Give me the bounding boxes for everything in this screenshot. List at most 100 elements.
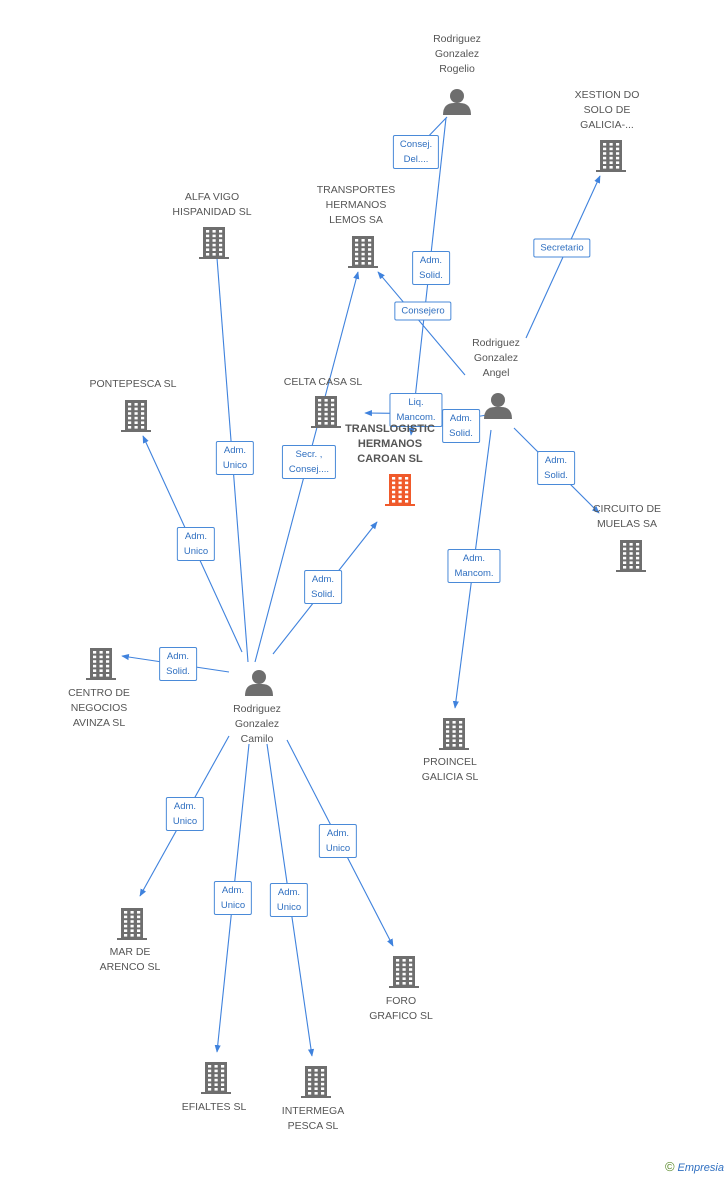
edge-label-rogelio-to-translogistic[interactable]: Adm.Solid.: [412, 251, 450, 285]
edge-label-angel-to-transportes[interactable]: Consejero: [394, 301, 452, 321]
person-icon-rogelio[interactable]: [443, 89, 471, 115]
node-label-line: PONTEPESCA SL: [89, 378, 177, 390]
node-label-efialtes[interactable]: EFIALTES SL: [149, 1100, 279, 1115]
edge-label-line: Mancom.: [454, 568, 494, 579]
edge-label-line: Adm.: [277, 887, 301, 898]
building-icon-alfa[interactable]: [199, 227, 229, 259]
node-label-line: CIRCUITO DE: [592, 503, 662, 515]
edge-label-line: Solid.: [419, 270, 443, 281]
edge-label-line: Del....: [403, 154, 429, 165]
edge-label-angel-to-celta[interactable]: Liq.Mancom.: [389, 393, 443, 427]
node-label-pontepesca[interactable]: PONTEPESCA SL: [68, 377, 198, 392]
node-label-alfa[interactable]: ALFA VIGO HISPANIDAD SL: [147, 190, 277, 220]
edge-label-camilo-to-intermega[interactable]: Adm. Unico: [269, 883, 309, 917]
edge-label-line: Consejero: [401, 305, 445, 317]
node-label-line: TRANSPORTES: [316, 184, 396, 196]
edge-label-line: Unico: [276, 902, 302, 913]
building-icon-xestion[interactable]: [596, 140, 626, 172]
edge-label-line: Adm.: [221, 885, 245, 896]
node-label-line: Rodriguez: [472, 337, 520, 349]
node-label-line: FORO: [385, 995, 417, 1007]
edge-label-line: Liq.: [408, 397, 424, 408]
edge-label-angel-to-proincel[interactable]: Adm. Mancom.: [447, 549, 501, 583]
node-label-line: GRAFICO SL: [369, 1010, 433, 1022]
edge-label-line: Consej....: [288, 464, 330, 475]
edge-label-line: Unico: [325, 843, 351, 854]
node-label-line: ALFA VIGO: [184, 191, 240, 203]
node-label-line: CENTRO DE: [68, 687, 130, 699]
edge-label-line: Consej.: [399, 139, 433, 150]
node-label-line: XESTION DO: [574, 89, 640, 101]
edge-label-angel-to-xestion[interactable]: Secretario: [533, 238, 591, 258]
building-icon-celta[interactable]: [311, 396, 341, 428]
person-icon-camilo[interactable]: [245, 670, 273, 696]
building-icon-pontepesca[interactable]: [121, 400, 151, 432]
node-label-line: LEMOS SA: [329, 214, 383, 226]
building-icon-efialtes[interactable]: [201, 1062, 231, 1094]
edge-label-line: Adm.: [462, 553, 486, 564]
node-label-line: Rodriguez: [433, 33, 481, 45]
building-icon-proincel[interactable]: [439, 718, 469, 750]
edge-label-line: Solid.: [544, 470, 568, 481]
node-label-foro[interactable]: FORO GRAFICO SL: [336, 994, 466, 1024]
edge-label-camilo-to-translogistic[interactable]: Adm.Solid.: [304, 570, 342, 604]
edge-label-line: Adm.: [166, 651, 190, 662]
node-label-line: TRANSLOGISTIC: [345, 423, 435, 435]
building-icon-centro[interactable]: [86, 648, 116, 680]
edge-label-angel-to-translogistic[interactable]: Adm.Solid.: [442, 409, 480, 443]
node-label-circuito[interactable]: CIRCUITO DE MUELAS SA: [562, 502, 692, 532]
building-icon-intermega[interactable]: [301, 1066, 331, 1098]
edge-label-line: Adm.: [184, 531, 208, 542]
edge-label-line: Unico: [183, 546, 209, 557]
node-label-line: HERMANOS: [357, 438, 423, 450]
edge-label-camilo-to-transportes[interactable]: Secr. , Consej....: [281, 445, 337, 479]
building-icon-transportes[interactable]: [348, 236, 378, 268]
edge-label-rogelio-to-transportes[interactable]: Consej. Del....: [392, 135, 440, 169]
node-label-line: Gonzalez: [434, 48, 480, 60]
edge-angel-to-transportes: [377, 271, 466, 376]
edge-label-angel-to-circuito[interactable]: Adm.Solid.: [537, 451, 575, 485]
person-icon-angel[interactable]: [484, 393, 512, 419]
edge-label-camilo-to-centro[interactable]: Adm. Solid.: [159, 647, 197, 681]
node-label-line: Rogelio: [439, 63, 475, 75]
node-label-xestion[interactable]: XESTION DO SOLO DE GALICIA-...: [542, 88, 672, 133]
edge-label-camilo-to-foro[interactable]: Adm. Unico: [318, 824, 358, 858]
node-label-line: GALICIA-...: [580, 119, 634, 131]
edge-label-line: Secretario: [540, 242, 584, 254]
building-icon-foro[interactable]: [389, 956, 419, 988]
building-icon-mar[interactable]: [117, 908, 147, 940]
edge-label-camilo-to-mar[interactable]: Adm.Unico: [165, 797, 205, 831]
node-label-transportes[interactable]: TRANSPORTES HERMANOS LEMOS SA: [291, 183, 421, 228]
edge-label-line: Solid.: [166, 666, 190, 677]
edge-label-camilo-to-pontepesca[interactable]: Adm. Unico: [176, 527, 216, 561]
node-label-line: INTERMEGA: [281, 1105, 345, 1117]
edge-label-camilo-to-efialtes[interactable]: Adm.Unico: [213, 881, 253, 915]
node-label-line: HERMANOS: [325, 199, 387, 211]
edge-label-camilo-to-alfa[interactable]: Adm.Unico: [215, 441, 255, 475]
node-label-line: SOLO DE: [583, 104, 631, 116]
edge-label-line: Solid.: [311, 589, 335, 600]
edge-label-line: Adm.: [449, 413, 473, 424]
edge-label-line: Adm.: [326, 828, 350, 839]
empresia-logo: Empresia: [677, 1162, 724, 1174]
edge-label-line: Adm.: [223, 445, 247, 456]
building-icon-circuito[interactable]: [616, 540, 646, 572]
node-label-line: Camilo: [240, 733, 274, 745]
node-label-line: MUELAS SA: [596, 518, 658, 530]
node-label-line: PESCA SL: [287, 1120, 339, 1132]
node-label-celta[interactable]: CELTA CASA SL: [258, 375, 388, 390]
node-label-line: Rodriguez: [233, 703, 281, 715]
edge-label-line: Secr. ,: [295, 449, 323, 460]
main-company-building-icon[interactable]: [385, 474, 415, 506]
node-label-line: Gonzalez: [473, 352, 519, 364]
node-label-line: HISPANIDAD SL: [172, 206, 252, 218]
node-label-line: EFIALTES SL: [181, 1101, 247, 1113]
node-label-intermega[interactable]: INTERMEGA PESCA SL: [248, 1104, 378, 1134]
